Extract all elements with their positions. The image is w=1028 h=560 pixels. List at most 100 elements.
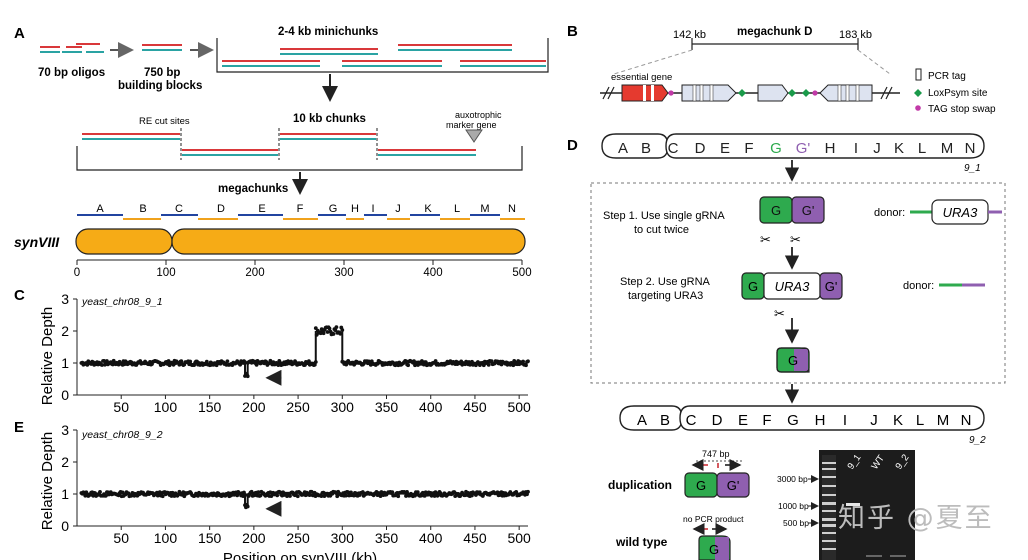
x-tick-label: 100 [154, 399, 178, 415]
dup-g-label: G [696, 478, 706, 493]
legend-pcr-tag: PCR tag [928, 71, 966, 82]
depth-point [295, 494, 300, 499]
depth-point [160, 494, 165, 499]
megachunk-letter: K [424, 203, 432, 215]
chromosome-right-arm [171, 228, 526, 255]
ura3-label-step2: URA3 [775, 279, 810, 294]
axis-tick-label: 0 [74, 267, 80, 279]
chromosome-letter: N [961, 412, 972, 429]
megachunk-letter: I [371, 203, 374, 215]
chromosome-letter: E [720, 140, 730, 157]
minichunks-label: 2-4 kb minichunks [278, 26, 378, 38]
chromosome-letter: B [641, 140, 651, 157]
blocks-label-2: building blocks [118, 80, 202, 92]
gel-marker-500: 500 bp [783, 518, 809, 528]
depth-point [489, 359, 494, 363]
wt-g-label: G [709, 542, 719, 557]
step1-line2: to cut twice [634, 224, 689, 236]
synviii-label: synVIII [14, 234, 60, 250]
depth-point [104, 493, 108, 498]
x-tick-label: 150 [198, 530, 222, 546]
depth-point [406, 363, 410, 368]
y-tick-label: 1 [61, 355, 69, 371]
panel-b: B megachunk D 142 kb 183 kb essential ge… [567, 23, 996, 115]
megachunk-segments [77, 214, 525, 220]
depth-point [360, 490, 365, 494]
re-cut-label: RE cut sites [139, 116, 190, 127]
cds-1 [681, 84, 737, 102]
donor-label-2: donor: [903, 280, 934, 292]
megachunk-letter: M [480, 203, 489, 215]
chromosome-letter: I [854, 140, 858, 157]
depth-point [524, 363, 528, 368]
scissors-icon: ✂ [760, 233, 771, 248]
x-tick-label: 500 [507, 399, 531, 415]
depth-point [396, 494, 401, 499]
duplication-label: duplication [608, 478, 672, 492]
oligo-strands [40, 43, 104, 53]
panel-label-d: D [567, 137, 578, 154]
axis-tick-label: 400 [423, 267, 442, 279]
megachunk-letter: H [351, 203, 359, 215]
chromosome-letter: L [916, 412, 924, 429]
minichunk-strands [222, 44, 546, 67]
cds-2 [757, 84, 789, 102]
bp747-label: 747 bp [702, 449, 730, 459]
chromosome-9-2-tag: 9_2 [969, 435, 986, 446]
panel-label-a: A [14, 25, 25, 42]
y-tick-label: 3 [61, 422, 69, 438]
break-mark-right [880, 86, 893, 100]
depth-point [333, 328, 338, 333]
gprime-block-step2 [819, 272, 843, 300]
gprime-block-step1 [791, 196, 825, 224]
plot-e-ylabel: Relative Depth [39, 432, 56, 530]
x-tick-label: 200 [242, 399, 266, 415]
step2-line1: Step 2. Use gRNA [620, 276, 711, 288]
x-tick-label: 100 [154, 530, 178, 546]
plot-e-label: yeast_chr08_9_2 [81, 429, 163, 441]
chromosome-letter: A [637, 412, 647, 429]
x-tick-label: 450 [463, 399, 487, 415]
depth-point [412, 359, 416, 363]
depth-point [256, 490, 261, 495]
dup-gprime-label: G' [727, 478, 740, 493]
depth-point [226, 491, 231, 495]
megachunk-letter: B [139, 203, 146, 215]
depth-point [309, 489, 314, 494]
chromosome-letter: G [770, 140, 782, 157]
y-tick-label: 0 [61, 387, 69, 403]
chromosome-letter: D [712, 412, 723, 429]
pcr-tag-icon [915, 68, 922, 81]
depth-point [526, 489, 530, 494]
legend-tag-stop: TAG stop swap [928, 104, 996, 115]
panel-label-b: B [567, 23, 578, 40]
depth-point [433, 359, 438, 363]
g-label-final: G [788, 353, 798, 368]
legend-loxpsym: LoxPsym site [928, 88, 988, 99]
plot-c-label: yeast_chr08_9_1 [81, 296, 163, 308]
x-tick-label: 400 [419, 530, 443, 546]
depth-point [404, 359, 409, 364]
megachunk-start: 142 kb [673, 29, 706, 41]
tag-stop-icon [915, 105, 921, 111]
loxpsym-icon [914, 89, 922, 97]
megachunk-letter: F [297, 203, 304, 215]
depth-point [432, 494, 437, 498]
x-tick-label: 400 [419, 399, 443, 415]
dup-gprime-block [716, 472, 750, 498]
depth-point [466, 491, 470, 495]
depth-point [225, 359, 230, 364]
chromosome-letter: L [918, 140, 926, 157]
ura3-donor-label: URA3 [943, 205, 978, 220]
depth-point [340, 328, 345, 332]
chromosome-left-arm [75, 228, 173, 255]
